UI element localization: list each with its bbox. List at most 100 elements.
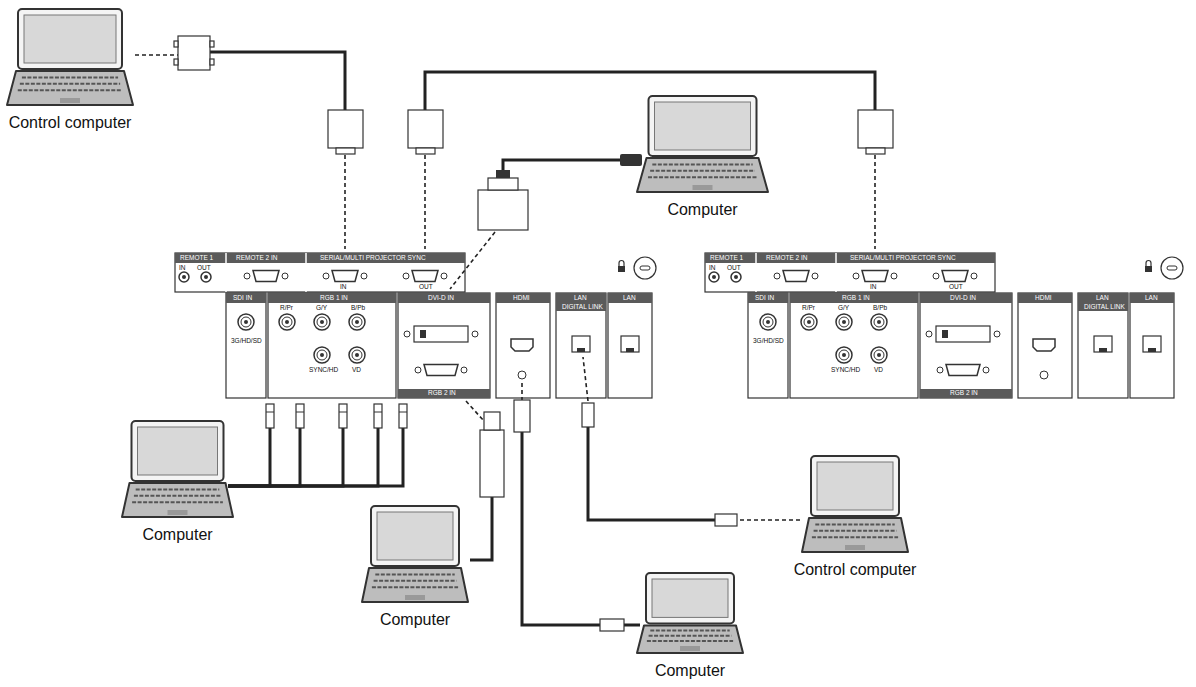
laptop-icon	[120, 420, 235, 520]
mini-jack-hole	[712, 275, 716, 279]
port-screw	[282, 273, 288, 279]
laptop-keys	[18, 89, 122, 91]
bnc-port-pin	[842, 353, 846, 357]
bnc-port-ring	[317, 350, 327, 360]
port-screw	[891, 273, 897, 279]
bnc-port-ring	[874, 350, 884, 360]
terminal-label: REMOTE 2 IN	[766, 255, 808, 262]
projector-terminal-upper	[705, 253, 995, 292]
laptop-icon	[635, 95, 770, 195]
cable	[503, 160, 640, 190]
bnc-port-pin	[877, 353, 881, 357]
laptop-keys	[649, 635, 732, 637]
terminal-section	[790, 293, 918, 398]
bnc-plug-ring	[296, 412, 304, 413]
laptop-icon	[5, 8, 135, 108]
cable-dashed	[874, 148, 876, 249]
bnc-port	[836, 347, 852, 363]
terminal-section	[748, 293, 788, 398]
cable	[228, 428, 343, 486]
laptop-keys	[375, 573, 454, 575]
laptop-touchpad	[60, 98, 80, 103]
terminal-header	[748, 293, 788, 303]
dsub-port	[942, 271, 968, 282]
hdmi-port	[511, 339, 533, 351]
security-slot-hole	[640, 266, 650, 270]
terminal-label: OUT	[197, 265, 211, 272]
laptop-keys	[652, 163, 752, 165]
bnc-port	[801, 314, 817, 330]
terminal-label: REMOTE 1	[710, 255, 743, 262]
converter-screw	[210, 41, 214, 47]
serial-connector	[858, 110, 893, 148]
dsub-port	[253, 271, 279, 282]
laptop-screen	[132, 421, 224, 481]
laptop-keys	[374, 580, 457, 582]
cable-dashed	[521, 380, 523, 401]
dsub-port	[783, 271, 809, 282]
bnc-port	[238, 314, 254, 330]
terminal-label: LAN	[1145, 295, 1158, 302]
bnc-port-ring	[804, 317, 814, 327]
section-divider	[225, 253, 227, 292]
terminal-header	[556, 293, 606, 311]
terminal-label: DVI-D IN	[950, 295, 976, 302]
terminal-label: REMOTE 2 IN	[236, 255, 278, 262]
rj45-latch	[1148, 348, 1156, 352]
laptop-keys	[22, 76, 118, 78]
terminal-header	[268, 293, 396, 303]
laptop-screen	[649, 96, 757, 156]
laptop-touchpad	[693, 185, 713, 190]
lock-icon	[1145, 266, 1152, 272]
cable	[210, 52, 345, 110]
bnc-port-ring	[241, 317, 251, 327]
laptop-base	[802, 518, 908, 552]
laptop-display	[817, 462, 893, 510]
security-slot	[634, 257, 656, 279]
terminal-label: RGB 1 IN	[320, 295, 348, 302]
dvi-port-blade	[942, 330, 948, 338]
rj45-port	[1143, 336, 1161, 352]
laptop-keys	[132, 501, 223, 503]
port-screw	[323, 273, 329, 279]
lock-icon	[618, 266, 625, 272]
port-screw	[812, 273, 818, 279]
port-screw	[472, 331, 478, 337]
cable-dashed	[583, 357, 588, 401]
terminal-header	[1130, 293, 1174, 303]
terminal-header	[226, 293, 266, 303]
hdmi-plug	[600, 619, 624, 631]
security-slot-hole	[1167, 266, 1177, 270]
computer: Computer	[635, 572, 745, 680]
converter-screw	[174, 41, 178, 47]
projector-terminal-lower	[226, 293, 652, 398]
laptop-keys	[815, 523, 894, 525]
dsub-port	[946, 365, 980, 376]
bnc-plug	[374, 404, 382, 428]
cable-dashed	[450, 232, 495, 289]
projector-terminal-lower	[748, 293, 1174, 398]
cable-dashed	[135, 54, 178, 56]
computer: Computer	[120, 420, 235, 544]
bnc-plug-ring	[399, 412, 407, 413]
bnc-plug	[339, 404, 347, 428]
terminal-label: RGB 1 IN	[842, 295, 870, 302]
terminal-label: SDI IN	[233, 295, 252, 302]
bnc-port-pin	[355, 353, 359, 357]
bnc-port-pin	[244, 320, 248, 324]
laptop-keys	[648, 176, 757, 178]
terminal-label: R/Pr	[280, 305, 293, 312]
terminal-label: G/Y	[838, 305, 849, 312]
laptop-keys	[812, 536, 898, 538]
cable	[228, 428, 378, 486]
bnc-port-pin	[807, 320, 811, 324]
terminal-label: 3G/HD/SD	[231, 338, 262, 345]
bnc-port	[836, 314, 852, 330]
port-screw	[926, 331, 932, 337]
terminal-label: HDMI	[513, 295, 530, 302]
terminal-header	[1078, 293, 1128, 311]
laptop-base	[637, 625, 743, 653]
terminal-label: RGB 2 IN	[950, 390, 978, 397]
